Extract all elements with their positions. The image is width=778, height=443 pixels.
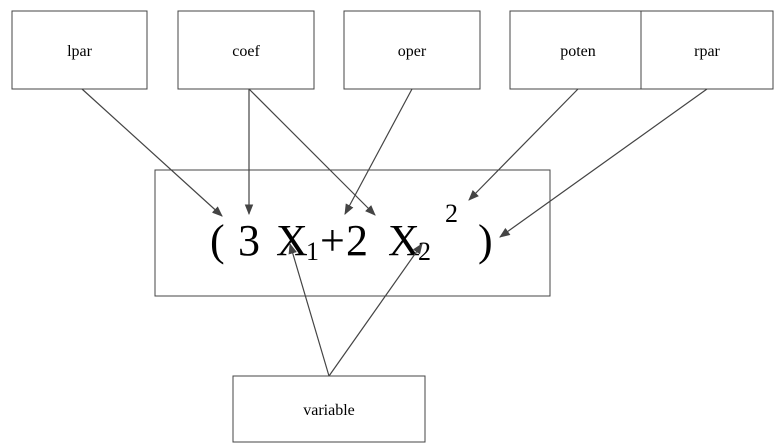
lpar-box: lpar (11, 10, 148, 90)
expr-subscript-2: 2 (418, 237, 431, 266)
oper-box: oper (343, 10, 481, 90)
variable-box: variable (232, 375, 426, 443)
expr-coef-2: 2 (346, 216, 368, 265)
oper-label: oper (398, 43, 427, 60)
oper-to-operator-arrow (344, 88, 413, 215)
expr-rparen: ) (478, 216, 493, 265)
poten-to-superscript-arrow (468, 88, 579, 201)
poten-box: poten (509, 10, 647, 90)
rpar-to-rparen-arrow (499, 88, 708, 238)
expr-operator: + (320, 216, 345, 265)
rpar-label: rpar (694, 43, 720, 60)
variable-label: variable (303, 402, 355, 419)
variable-to-var2-arrow (328, 243, 423, 377)
variable-to-var1-arrow (288, 242, 330, 377)
expr-variable-1: X (276, 216, 308, 265)
expr-superscript: 2 (445, 199, 458, 228)
expr-coef-1: 3 (238, 216, 260, 265)
lpar-to-lparen-arrow (81, 88, 223, 217)
rpar-box: rpar (640, 10, 774, 90)
expression-box: ( 3 X 1 + 2 X 2 2 ) (154, 169, 551, 297)
poten-label: poten (560, 43, 596, 60)
coef-to-coef2-arrow (248, 88, 376, 216)
coef-label: coef (232, 43, 260, 60)
expr-subscript-1: 1 (306, 237, 319, 266)
expr-lparen: ( (210, 216, 225, 265)
lpar-label: lpar (67, 43, 93, 60)
coef-box: coef (177, 10, 315, 90)
expr-variable-2: X (388, 216, 420, 265)
